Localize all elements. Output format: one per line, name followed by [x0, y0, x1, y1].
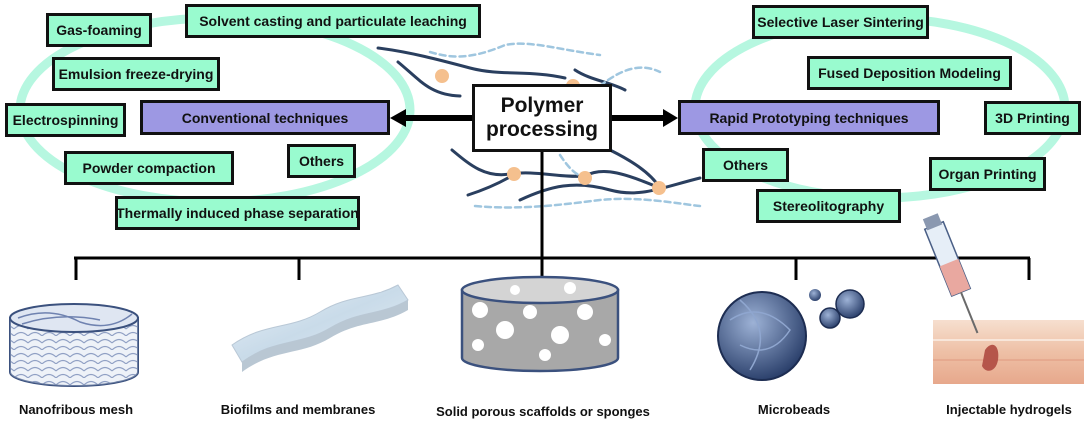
- method-3d-printing: 3D Printing: [984, 101, 1081, 135]
- method-electrospinning: Electrospinning: [5, 103, 126, 137]
- method-solvent-casting: Solvent casting and particulate leaching: [185, 4, 481, 38]
- method-gas-foaming: Gas-foaming: [46, 13, 152, 47]
- product-label-nanofibrous-mesh: Nanofribous mesh: [18, 402, 134, 417]
- polymer-processing-box: Polymer processing: [472, 84, 612, 152]
- mesh-illustration: [9, 303, 139, 387]
- method-stereolitography: Stereolitography: [756, 189, 901, 223]
- rapid-prototyping-box: Rapid Prototyping techniques: [678, 100, 940, 135]
- product-label-porous-scaffolds: Solid porous scaffolds or sponges: [436, 404, 650, 419]
- method-organ-printing: Organ Printing: [929, 157, 1046, 191]
- beads-illustration: [717, 289, 865, 381]
- product-label-biofilms: Biofilms and membranes: [220, 402, 376, 417]
- method-thermally-induced-phase-separation: Thermally induced phase separation: [115, 196, 360, 230]
- polymer-network: [376, 42, 702, 209]
- scaffold-illustration: [460, 275, 620, 373]
- method-emulsion-freeze-drying: Emulsion freeze-drying: [52, 57, 220, 91]
- technique-arrows: [390, 109, 678, 127]
- product-label-microbeads: Microbeads: [757, 402, 831, 417]
- product-connector: [74, 152, 1031, 280]
- method-selective-laser-sintering: Selective Laser Sintering: [752, 5, 929, 39]
- conventional-techniques-box: Conventional techniques: [140, 100, 390, 135]
- method-powder-compaction: Powder compaction: [64, 151, 234, 185]
- method-conventional-others: Others: [287, 144, 356, 178]
- film-illustration: [231, 284, 409, 372]
- center-line-1: Polymer: [500, 93, 584, 117]
- method-fused-deposition-modeling: Fused Deposition Modeling: [807, 56, 1012, 90]
- center-line-2: processing: [485, 118, 599, 141]
- product-label-injectable-hydrogels: Injectable hydrogels: [946, 402, 1072, 417]
- method-rapid-others: Others: [702, 148, 789, 182]
- hydrogel-illustration: [922, 213, 1084, 384]
